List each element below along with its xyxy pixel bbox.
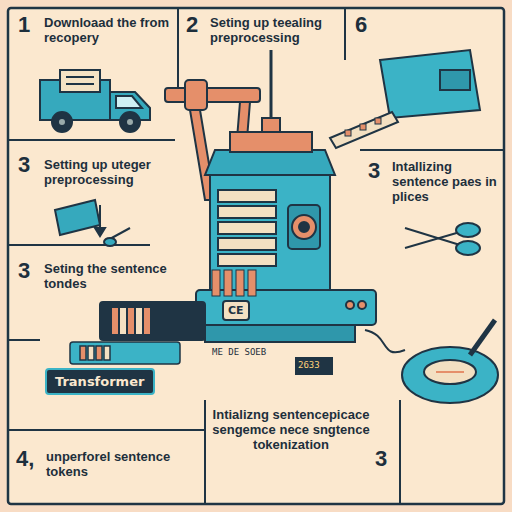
step-text: Seting up teealing preprocessing: [210, 16, 340, 46]
callout-number: 6: [355, 12, 377, 37]
callout-number: 3: [375, 446, 395, 471]
callout-number: 4,: [16, 446, 42, 471]
panel-marking: ME DE SOEB: [212, 347, 282, 357]
node-text: CE: [228, 304, 244, 317]
step-text: Downloaad the from recopery: [44, 16, 169, 46]
callout-number: 3: [18, 258, 40, 283]
step-text: Intializng sentencepicace sengemce nece …: [212, 408, 370, 453]
callout-number: 3: [368, 158, 388, 183]
callout-number: 1: [18, 12, 42, 37]
display-readout: 2633: [298, 360, 338, 370]
marker-box: CE: [222, 300, 250, 321]
step-text: Setting up uteger preprocessing: [44, 158, 179, 188]
callout-number: 3: [18, 152, 40, 177]
step-text: unperforel sentence tokens: [46, 450, 196, 480]
callout-number: 2: [186, 12, 208, 37]
transformer-box: Transformer: [45, 368, 155, 395]
step-text: Intallizing sentence paes in plices: [392, 160, 500, 205]
node-text: Transformer: [55, 374, 145, 389]
step-text: Seting the sentence tondes: [44, 262, 169, 292]
